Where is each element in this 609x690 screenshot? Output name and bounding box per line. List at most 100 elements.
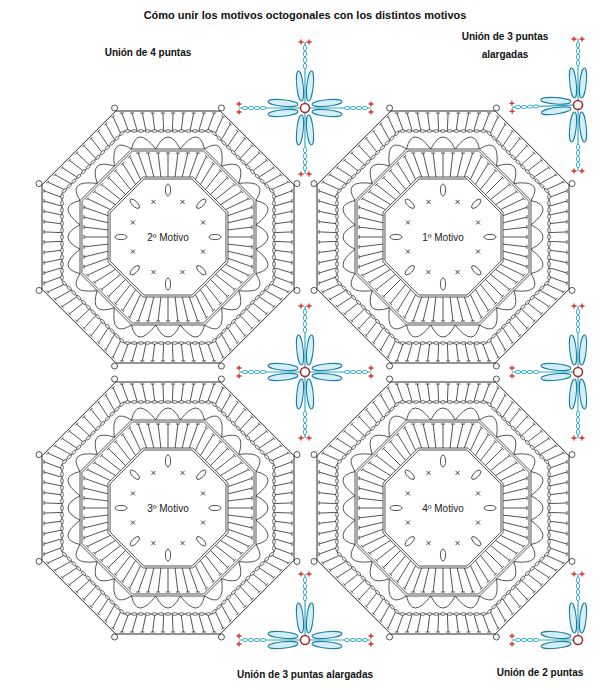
chain-stitch <box>530 566 536 572</box>
chain-stitch <box>216 333 222 339</box>
join-mark <box>299 304 304 309</box>
chain-stitch <box>427 613 432 616</box>
chain-stitch <box>521 638 527 641</box>
chain-stitch <box>273 532 276 537</box>
chain-stitch <box>61 234 64 239</box>
chain-stitch <box>491 135 497 141</box>
chain-line <box>310 639 371 640</box>
chain-stitch <box>548 485 551 490</box>
chain-line <box>512 639 573 640</box>
sc-mark <box>151 541 155 545</box>
chain-stitch <box>576 411 579 417</box>
chain-stitch <box>248 638 254 641</box>
petal-stitch <box>404 469 416 481</box>
chain-stitch <box>533 105 539 108</box>
join-mark <box>369 374 374 379</box>
chain-stitch <box>515 105 521 108</box>
round-line <box>110 179 226 295</box>
chain-stitch <box>356 106 362 109</box>
petal-stitch <box>129 198 141 210</box>
petal-stitch <box>440 549 445 561</box>
chain-stitch <box>114 333 120 339</box>
chain-stitch <box>255 445 261 451</box>
chain-stitch <box>259 561 265 567</box>
chain-stitch <box>132 613 137 616</box>
chain-stitch <box>273 546 276 551</box>
join-motif <box>510 572 588 650</box>
sc-mark <box>476 220 480 224</box>
chain-stitch <box>66 285 72 291</box>
chain-stitch <box>260 106 266 109</box>
chain-stitch <box>515 430 521 436</box>
chain-stitch <box>548 194 551 199</box>
petal-stitch <box>195 469 207 481</box>
chain-stitch <box>336 532 339 537</box>
chain-stitch <box>303 315 306 321</box>
join-mark <box>572 37 577 42</box>
chain-stitch <box>235 155 241 161</box>
picot <box>311 181 317 187</box>
chain-stitch <box>179 130 184 133</box>
long-stitch <box>268 640 299 650</box>
chain-stitch <box>467 401 472 404</box>
edge-round <box>317 382 569 634</box>
chain-stitch <box>61 505 64 510</box>
chain-stitch <box>539 285 545 291</box>
edge-round <box>317 111 569 363</box>
chain-stitch <box>336 519 339 524</box>
long-stitch <box>541 372 572 382</box>
chain-stitch <box>365 430 371 436</box>
octagon-chart <box>36 105 300 369</box>
sc-mark <box>476 250 480 254</box>
chain-stitch <box>248 370 254 373</box>
chain-stitch <box>548 499 551 504</box>
chain-stitch <box>427 130 432 133</box>
chain-stitch <box>242 106 248 109</box>
chain-stitch <box>548 532 551 537</box>
join-motif <box>237 572 374 650</box>
chain-stitch <box>350 370 356 373</box>
chain-stitch <box>389 406 395 412</box>
long-stitch <box>312 362 343 372</box>
chain-stitch <box>407 342 412 345</box>
chain-line <box>577 110 578 171</box>
long-stitch <box>268 98 299 108</box>
chain-stitch <box>407 130 412 133</box>
chain-stitch <box>336 201 339 206</box>
chain-stitch <box>192 342 197 345</box>
chain-stitch <box>336 241 339 246</box>
chain-stitch <box>510 155 516 161</box>
chain-stitch <box>105 416 111 422</box>
chain-stitch <box>548 261 551 266</box>
chain-stitch <box>61 194 64 199</box>
chain-stitch <box>407 401 412 404</box>
long-stitch <box>578 335 588 366</box>
chain-stitch <box>515 159 521 165</box>
long-stitch <box>295 335 305 366</box>
chain-stitch <box>539 454 545 460</box>
chain-stitch <box>235 426 241 432</box>
join-arm <box>568 304 588 368</box>
chain-line <box>310 107 371 108</box>
long-stitch <box>295 115 305 146</box>
sc-mark <box>426 270 430 274</box>
picot <box>218 105 224 111</box>
round-line <box>357 151 529 323</box>
chain-stitch <box>370 314 376 320</box>
chain-stitch <box>576 417 579 423</box>
join-arm <box>237 630 301 650</box>
petal-stitch <box>195 535 207 547</box>
chain-stitch <box>273 268 276 273</box>
chain-stitch <box>221 411 227 417</box>
join-mark <box>237 374 242 379</box>
chain-stitch <box>303 583 306 589</box>
chain-stitch <box>515 638 521 641</box>
chain-stitch <box>336 255 339 260</box>
chain-stitch <box>273 261 276 266</box>
long-stitch <box>305 603 315 634</box>
chain-stitch <box>260 370 266 373</box>
double-crochet-round <box>319 384 567 632</box>
picot <box>493 634 499 640</box>
join-mark <box>510 109 515 114</box>
long-stitch <box>312 630 343 640</box>
